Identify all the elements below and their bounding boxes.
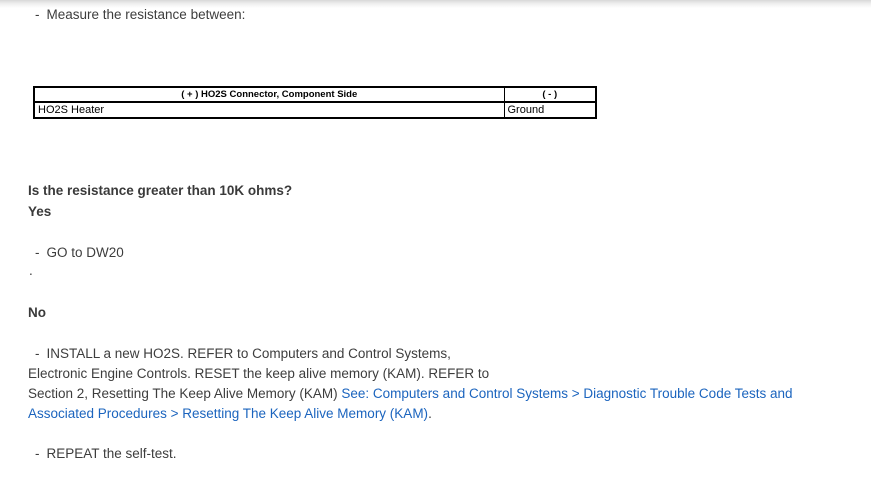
question-text: Is the resistance greater than 10K ohms? <box>28 183 293 198</box>
install-paragraph: -INSTALL a new HO2S. REFER to Computers … <box>28 344 793 424</box>
measure-resistance-text: Measure the resistance between: <box>46 7 246 22</box>
bullet-dash: - <box>35 446 40 461</box>
table-row: HO2S Heater Ground <box>33 101 597 119</box>
install-line-3-plain: Section 2, Resetting The Keep Alive Memo… <box>28 386 342 401</box>
repeat-self-test-text: REPEAT the self-test. <box>46 446 177 461</box>
install-line-3: Section 2, Resetting The Keep Alive Memo… <box>28 384 793 404</box>
measure-resistance-bullet: - Measure the resistance between: <box>35 5 245 25</box>
see-reference-link-continued[interactable]: Associated Procedures > Resetting The Ke… <box>28 406 429 421</box>
see-reference-link[interactable]: See: Computers and Control Systems > Dia… <box>341 386 793 401</box>
table-cell-negative: Ground <box>503 101 597 119</box>
table-header-negative: ( - ) <box>503 86 597 103</box>
go-to-dw20-bullet: - GO to DW20 <box>35 243 124 263</box>
stray-dot: . <box>29 263 33 278</box>
install-line-4: Associated Procedures > Resetting The Ke… <box>28 404 793 424</box>
yes-label: Yes <box>28 204 52 219</box>
repeat-self-test-bullet: - REPEAT the self-test. <box>35 444 177 464</box>
table-header-positive: ( + ) HO2S Connector, Component Side <box>33 86 505 103</box>
go-to-dw20-text: GO to DW20 <box>46 245 124 260</box>
table-cell-positive: HO2S Heater <box>33 101 505 119</box>
bullet-dash: - <box>35 245 40 260</box>
top-scroll-shadow <box>0 0 871 8</box>
install-line-1-text: INSTALL a new HO2S. REFER to Computers a… <box>46 346 451 361</box>
bullet-dash: - <box>35 7 40 22</box>
install-line-2-text: Electronic Engine Controls. RESET the ke… <box>28 366 490 381</box>
install-line-2: Electronic Engine Controls. RESET the ke… <box>28 364 793 384</box>
table-header-row: ( + ) HO2S Connector, Component Side ( -… <box>33 86 597 103</box>
install-line-1: -INSTALL a new HO2S. REFER to Computers … <box>28 344 793 364</box>
resistance-measurement-table: ( + ) HO2S Connector, Component Side ( -… <box>33 86 597 119</box>
sentence-period: . <box>428 406 432 421</box>
no-label: No <box>28 305 46 320</box>
bullet-dash: - <box>35 346 40 361</box>
